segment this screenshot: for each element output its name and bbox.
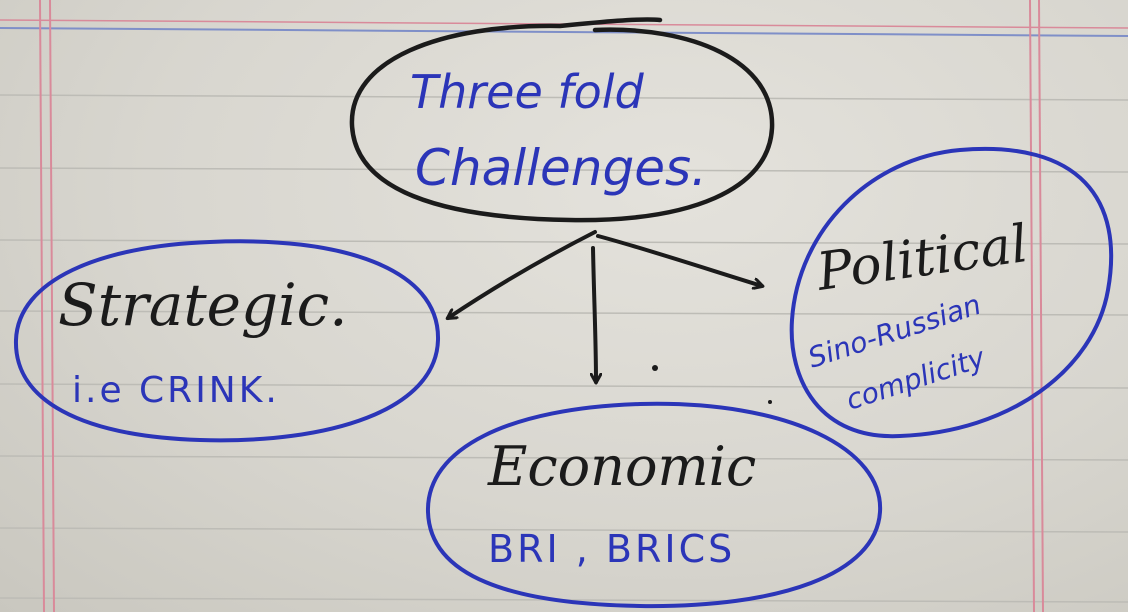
economic-title: Economic xyxy=(487,435,756,498)
economic-node: Economic BRI , BRICS xyxy=(425,401,883,609)
rule-line xyxy=(0,94,1128,101)
strategic-node: Strategic. i.e CRINK. xyxy=(13,239,441,443)
arrow-to-strategic xyxy=(448,230,597,318)
economic-detail: BRI , BRICS xyxy=(488,527,735,571)
connectors xyxy=(448,230,762,382)
root-node: Three fold Challenges. xyxy=(349,17,775,223)
strategic-ellipse xyxy=(13,239,441,443)
rule-line xyxy=(0,455,1128,461)
ruled-lines xyxy=(0,19,1128,603)
rule-line xyxy=(0,527,1128,533)
right-margin-line-2 xyxy=(1038,0,1044,612)
political-title: Political xyxy=(812,214,1031,303)
rule-line xyxy=(0,310,1128,316)
political-node: Political Sino-Russian complicity xyxy=(789,146,1114,439)
rule-line xyxy=(0,167,1128,173)
right-margin-line xyxy=(1029,0,1035,612)
ink-dots xyxy=(652,365,772,404)
arrow-to-political xyxy=(596,234,762,286)
rule-line xyxy=(0,383,1128,389)
root-ellipse xyxy=(349,17,775,223)
margin-lines xyxy=(39,0,1044,612)
root-label-line2: Challenges. xyxy=(415,139,707,197)
root-label-line1: Three fold xyxy=(410,65,645,119)
top-rule-line xyxy=(0,27,1128,37)
rule-line xyxy=(0,239,1128,245)
strategic-title: Strategic. xyxy=(58,271,348,339)
ink-dot xyxy=(652,365,658,371)
political-ellipse xyxy=(789,146,1114,439)
left-margin-line xyxy=(39,0,45,612)
arrow-to-economic xyxy=(593,246,596,382)
left-margin-line-2 xyxy=(49,0,55,612)
economic-ellipse xyxy=(425,401,883,609)
ink-dot xyxy=(768,400,772,404)
strategic-detail: i.e CRINK. xyxy=(72,370,280,411)
